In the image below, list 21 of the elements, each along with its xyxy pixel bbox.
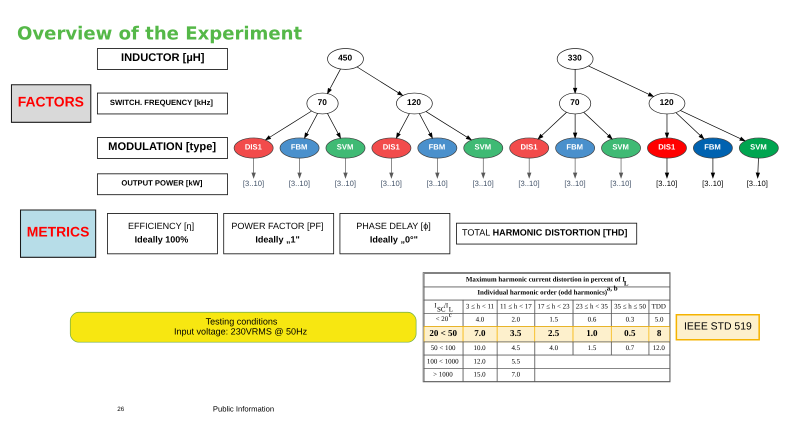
label: Public Information — [212, 404, 274, 414]
label: 2.5 — [548, 328, 560, 338]
node-text: [3..10] — [610, 179, 632, 188]
node-text: [3..10] — [380, 179, 402, 188]
label: 8 — [656, 328, 662, 338]
label: 1.0 — [586, 328, 598, 338]
node-text: [3..10] — [334, 179, 356, 188]
diagram-title: Overview of the Experiment — [17, 23, 302, 44]
node-text: [3..10] — [702, 179, 724, 188]
node-text: [3..10] — [746, 179, 768, 188]
label: 0.5 — [624, 328, 636, 338]
node-text: [3..10] — [656, 179, 678, 188]
node-text: [3..10] — [242, 179, 264, 188]
node-text: [3..10] — [472, 179, 494, 188]
label: 7.0 — [474, 328, 486, 338]
label: 20 < 50 — [429, 328, 458, 338]
node-text: [3..10] — [564, 179, 586, 188]
node-text: [3..10] — [426, 179, 448, 188]
label: 3.5 — [510, 328, 522, 338]
node-text: [3..10] — [288, 179, 310, 188]
node-text: [3..10] — [518, 179, 540, 188]
